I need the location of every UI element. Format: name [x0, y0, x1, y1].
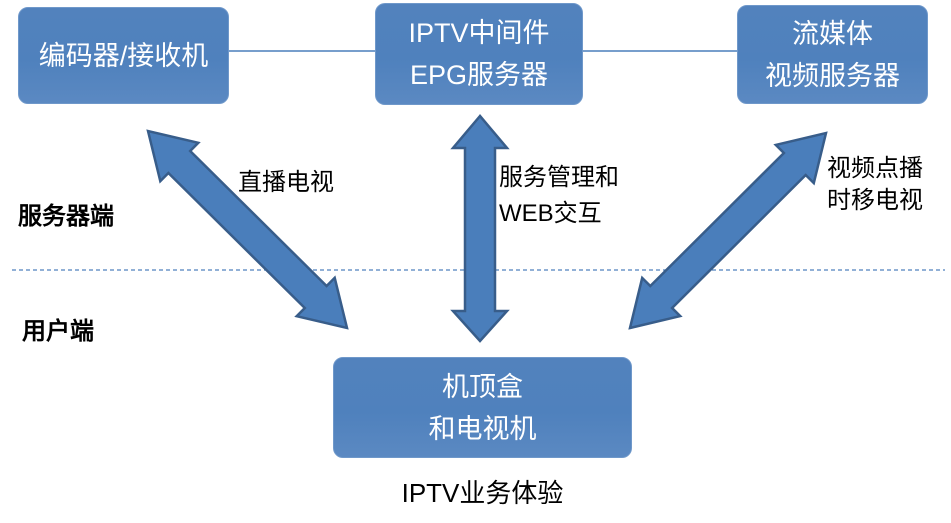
live-tv-double-arrow	[146, 129, 349, 330]
service-web-label-line2: WEB交互	[499, 200, 602, 227]
service-web-label-line1: 服务管理和	[499, 164, 619, 191]
middleware-label-line1: IPTV中间件	[408, 18, 550, 48]
live-tv-arrow-label: 直播电视	[238, 169, 334, 196]
stb-label-line1: 机顶盒	[442, 371, 523, 402]
service-web-arrow-label: 服务管理和 WEB交互	[499, 160, 619, 232]
client-side-zone-label: 用户端	[22, 318, 94, 345]
vod-timeshift-double-arrow	[628, 131, 828, 330]
set-top-box-tv-box: 机顶盒 和电视机	[333, 357, 632, 458]
service-web-double-arrow	[450, 114, 510, 343]
encoder-receiver-label: 编码器/接收机	[38, 40, 209, 71]
vod-label-line2: 时移电视	[827, 187, 923, 214]
streaming-label-line2: 视频服务器	[765, 60, 900, 91]
streaming-video-server-box: 流媒体 视频服务器	[737, 5, 928, 104]
streaming-label-line1: 流媒体	[792, 18, 873, 49]
stb-label-line2: 和电视机	[428, 413, 537, 444]
middleware-label-line2: EPG服务器	[409, 60, 549, 90]
iptv-middleware-epg-box: IPTV中间件 EPG服务器	[375, 3, 583, 105]
vod-label-line1: 视频点播	[827, 155, 923, 182]
diagram-caption: IPTV业务体验	[401, 478, 564, 508]
encoder-receiver-box: 编码器/接收机	[18, 7, 229, 104]
server-side-zone-label: 服务器端	[18, 203, 114, 230]
vod-timeshift-arrow-label: 视频点播 时移电视	[827, 153, 923, 217]
